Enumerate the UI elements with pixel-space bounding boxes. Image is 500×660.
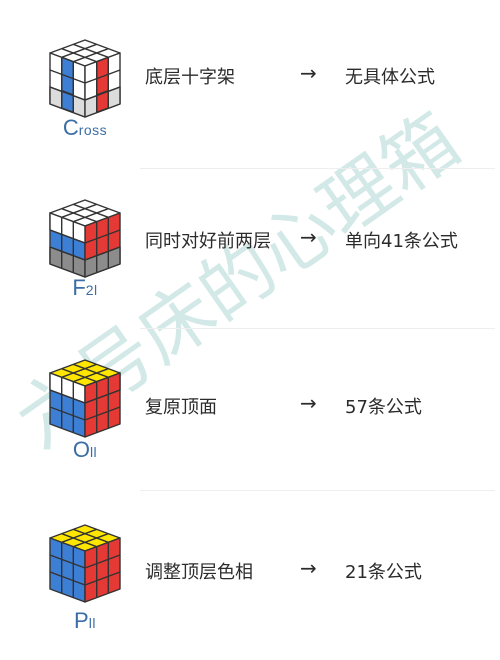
step-description: 同时对好前两层 xyxy=(145,231,271,252)
divider xyxy=(140,168,495,169)
divider xyxy=(140,328,495,329)
formula-count: 57条公式 xyxy=(345,397,422,418)
cube-pll-icon xyxy=(40,520,130,610)
divider xyxy=(140,490,495,491)
cube-cross-icon xyxy=(40,35,130,125)
formula-count: 21条公式 xyxy=(345,562,422,583)
step-row-oll: Oll 复原顶面 → 57条公式 xyxy=(0,345,500,485)
cube-oll-icon xyxy=(40,355,130,445)
arrow-icon: → xyxy=(300,61,317,85)
step-row-f2l: F2l 同时对好前两层 → 单向41条公式 xyxy=(0,185,500,325)
arrow-icon: → xyxy=(300,225,317,249)
step-description: 复原顶面 xyxy=(145,397,217,418)
cube-f2l-icon xyxy=(40,195,130,285)
step-description: 调整顶层色相 xyxy=(145,562,253,583)
formula-count: 无具体公式 xyxy=(345,67,435,88)
step-abbr: F2l xyxy=(72,275,98,300)
formula-count: 单向41条公式 xyxy=(345,231,458,252)
step-abbr: Oll xyxy=(72,437,98,462)
step-abbr: Pll xyxy=(74,608,96,633)
step-row-pll: Pll 调整顶层色相 → 21条公式 xyxy=(0,510,500,650)
step-abbr: Cross xyxy=(62,115,108,140)
step-description: 底层十字架 xyxy=(145,67,235,88)
step-row-cross: Cross 底层十字架 → 无具体公式 xyxy=(0,25,500,165)
arrow-icon: → xyxy=(300,391,317,415)
arrow-icon: → xyxy=(300,556,317,580)
